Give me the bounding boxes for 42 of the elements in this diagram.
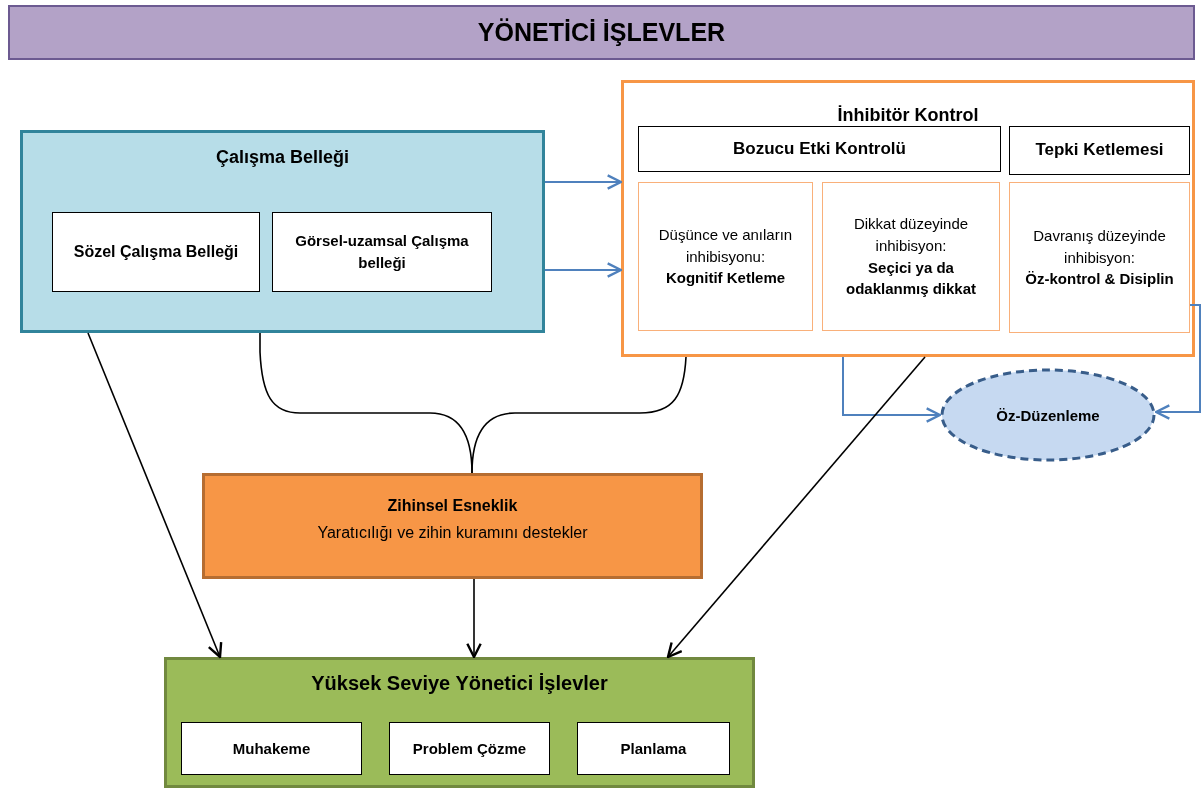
arrow	[544, 262, 623, 278]
panel-heading: İnhibitör Kontrol	[836, 105, 980, 126]
box-label: Planlama	[620, 738, 687, 759]
connector-line	[471, 356, 687, 474]
process-box	[202, 473, 703, 579]
process-box	[638, 126, 1001, 172]
arrow	[666, 356, 926, 659]
process-box	[577, 722, 730, 775]
group-panel	[621, 80, 1195, 357]
box-label: Tepki Ketlemesi	[1035, 139, 1164, 162]
group-panel	[20, 130, 545, 333]
category-description: Düşünce ve anıların inhibisyonu:	[657, 224, 794, 267]
category-description: Dikkat düzeyinde inhibisyon:	[852, 214, 970, 256]
category-box	[1009, 182, 1190, 333]
box-label: Problem Çözme	[412, 738, 527, 759]
box-label: Bozucu Etki Kontrolü	[733, 137, 906, 160]
arrow	[1154, 304, 1201, 420]
box-heading: Zihinsel Esneklik	[387, 496, 518, 516]
title-text: YÖNETİCİ İŞLEVLER	[477, 18, 726, 47]
arrow	[466, 578, 482, 659]
category-term: Seçici ya da odaklanmış dikkat	[844, 257, 978, 300]
box-label: Muhakeme	[232, 738, 311, 759]
arrow	[87, 332, 223, 659]
category-box	[638, 182, 813, 331]
process-box	[272, 212, 492, 292]
box-description: Yaratıcılığı ve zihin kuramını destekler	[317, 523, 588, 544]
process-box	[52, 212, 260, 292]
category-description: Davranış düzeyinde inhibisyon:	[1032, 225, 1167, 268]
group-panel	[164, 657, 755, 788]
arrow	[544, 174, 623, 190]
node-label: Öz-Düzenleme	[996, 406, 1100, 424]
arrow	[842, 356, 942, 423]
category-box	[822, 182, 1000, 331]
category-term: Öz-kontrol & Disiplin	[1025, 269, 1174, 290]
panel-heading: Çalışma Belleği	[214, 147, 351, 168]
process-box	[389, 722, 550, 775]
box-label: Sözel Çalışma Belleği	[73, 242, 239, 263]
process-box	[181, 722, 362, 775]
process-box	[1009, 126, 1190, 175]
box-label: Görsel-uzamsal Çalışma belleği	[294, 231, 470, 273]
panel-heading: Yüksek Seviye Yönetici İşlevler	[310, 672, 609, 695]
category-term: Kognitif Ketleme	[665, 268, 786, 289]
